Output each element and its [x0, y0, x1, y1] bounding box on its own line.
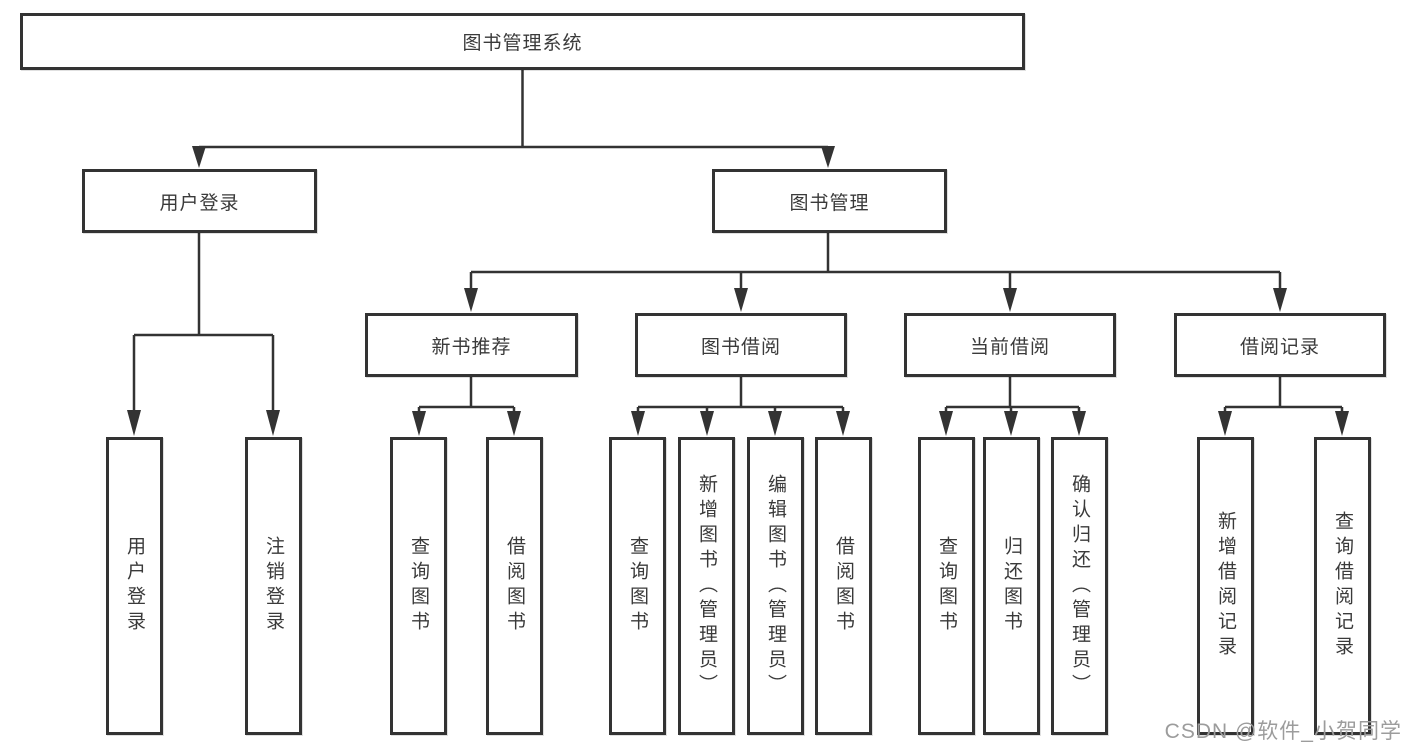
- node-leaf-add-books-admin: 新增图书（管理员）: [678, 437, 735, 735]
- node-leaf-borrow-books: 借阅图书: [815, 437, 872, 735]
- node-leaf-query-books-borrow: 查询图书: [609, 437, 666, 735]
- node-user-login: 用户登录: [82, 169, 317, 233]
- node-book-borrowing: 图书借阅: [635, 313, 847, 377]
- node-leaf-query-books-recommend: 查询图书: [390, 437, 447, 735]
- csdn-watermark: CSDN @软件_小贺同学: [1164, 720, 1402, 743]
- node-current-borrowing: 当前借阅: [904, 313, 1116, 377]
- arrowheads: [127, 146, 1349, 436]
- node-leaf-query-borrow-record: 查询借阅记录: [1314, 437, 1371, 735]
- node-leaf-edit-books-admin: 编辑图书（管理员）: [747, 437, 804, 735]
- node-library-management-system: 图书管理系统: [20, 13, 1025, 70]
- node-leaf-confirm-return-admin: 确认归还（管理员）: [1051, 437, 1108, 735]
- node-leaf-return-books: 归还图书: [983, 437, 1040, 735]
- node-leaf-add-borrow-record: 新增借阅记录: [1197, 437, 1254, 735]
- node-leaf-user-login: 用户登录: [106, 437, 163, 735]
- connector-paths: [132, 70, 1344, 413]
- node-borrowing-records: 借阅记录: [1174, 313, 1386, 377]
- node-leaf-logout: 注销登录: [245, 437, 302, 735]
- node-new-book-recommendation: 新书推荐: [365, 313, 578, 377]
- node-leaf-query-books-current: 查询图书: [918, 437, 975, 735]
- node-leaf-borrow-books-recommend: 借阅图书: [486, 437, 543, 735]
- node-book-management: 图书管理: [712, 169, 947, 233]
